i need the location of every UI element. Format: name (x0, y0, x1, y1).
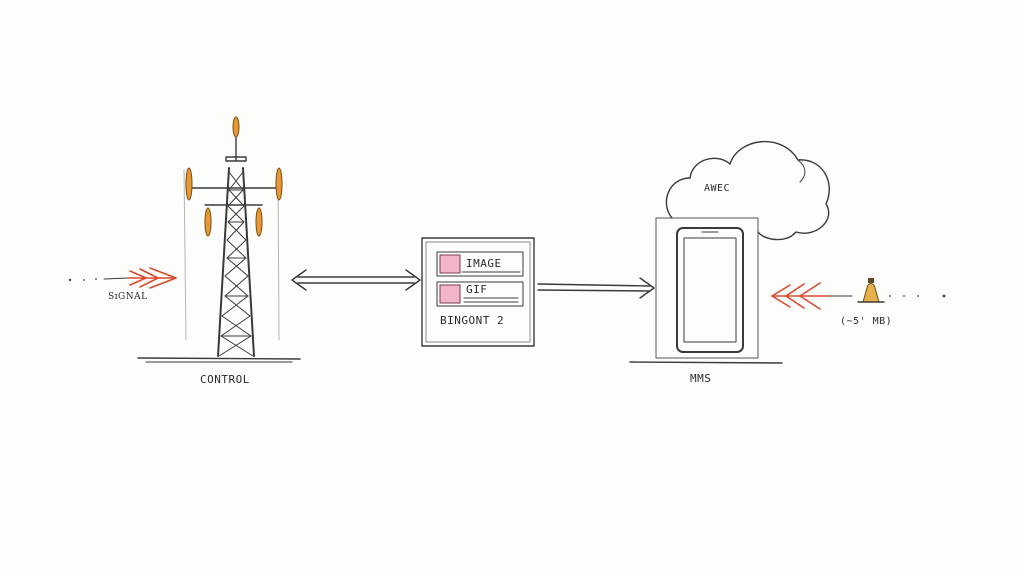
cell-tower-icon (137, 116, 301, 363)
smartphone-icon (629, 217, 783, 364)
bell-icon (857, 278, 885, 303)
box-item-image-label: IMAGE (466, 257, 502, 270)
left-incoming-arrow (127, 267, 177, 289)
cloud-label: AWEC (704, 183, 731, 194)
server-to-phone-arrow (537, 277, 655, 299)
tower-label: CONTROL (200, 373, 250, 386)
box-item-gif-label: GIF (466, 283, 488, 296)
right-dotted-line (829, 294, 946, 298)
message-server-box (421, 237, 535, 347)
phone-label: MMS (690, 372, 712, 385)
right-size-label: (~5' MB) (840, 316, 893, 327)
left-dotted-line (68, 277, 129, 282)
left-signal-label: SɪGNAL (108, 292, 148, 302)
right-incoming-arrow (771, 282, 831, 310)
box-caption: BINGONT 2 (440, 314, 505, 327)
tower-to-server-double-arrow (291, 269, 421, 291)
cloud-icon (665, 140, 830, 241)
